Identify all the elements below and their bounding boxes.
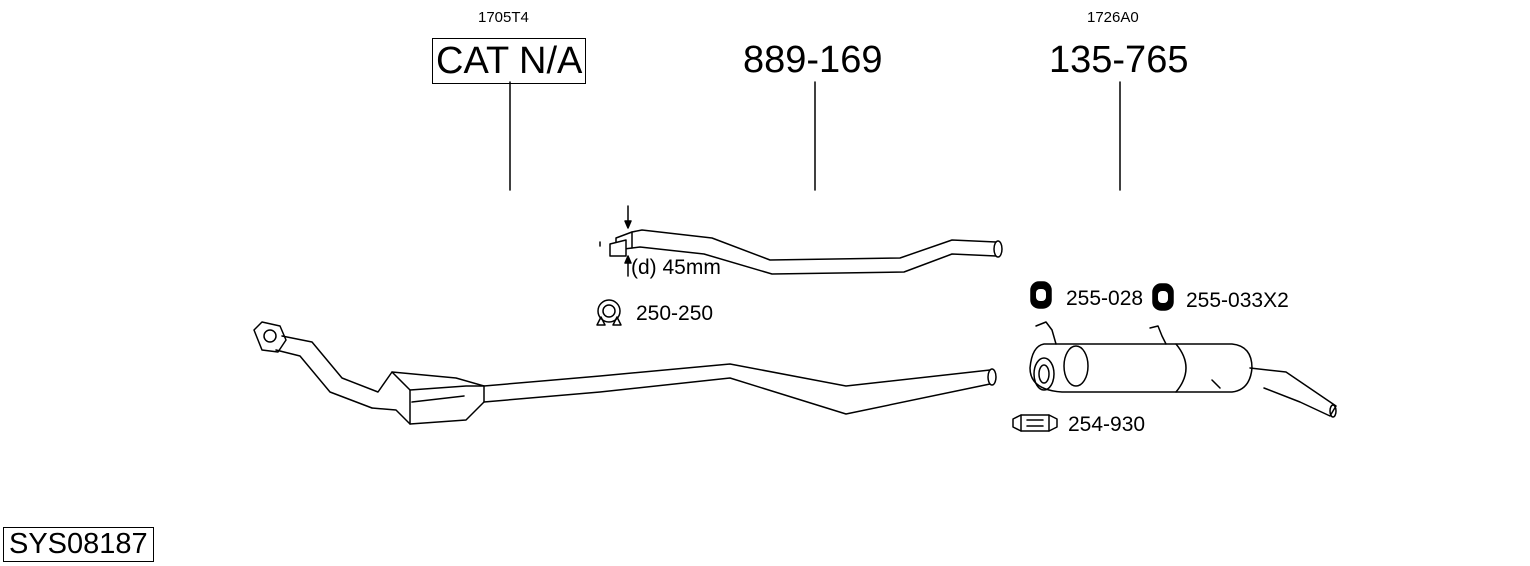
system-code: SYS08187: [3, 527, 154, 562]
band-clamp-icon: [1012, 414, 1058, 432]
accessory-label-clamp: 250-250: [636, 302, 714, 325]
rear-silencer-drawing: [1029, 321, 1337, 418]
rubber-hanger-icon: [1030, 281, 1052, 309]
part-number-middle-pipe: 889-169: [743, 39, 883, 81]
accessory-label-hanger-2: 255-033X2: [1186, 289, 1289, 312]
oe-ref-rear-silencer: 1726A0: [1087, 9, 1139, 26]
front-pipe-catalyst-drawing: [253, 321, 997, 425]
part-number-cat: CAT N/A: [432, 38, 587, 84]
accessory-label-band-clamp: 254-930: [1068, 413, 1146, 436]
accessory-label-hanger-1: 255-028: [1066, 287, 1144, 310]
middle-pipe-drawing: [599, 205, 1003, 277]
rubber-hanger-icon: [1152, 283, 1174, 311]
pipe-diameter-note: (d) 45mm: [631, 256, 721, 279]
clamp-icon: [596, 299, 622, 326]
oe-ref-cat: 1705T4: [478, 9, 529, 26]
part-number-rear-silencer: 135-765: [1049, 39, 1189, 81]
